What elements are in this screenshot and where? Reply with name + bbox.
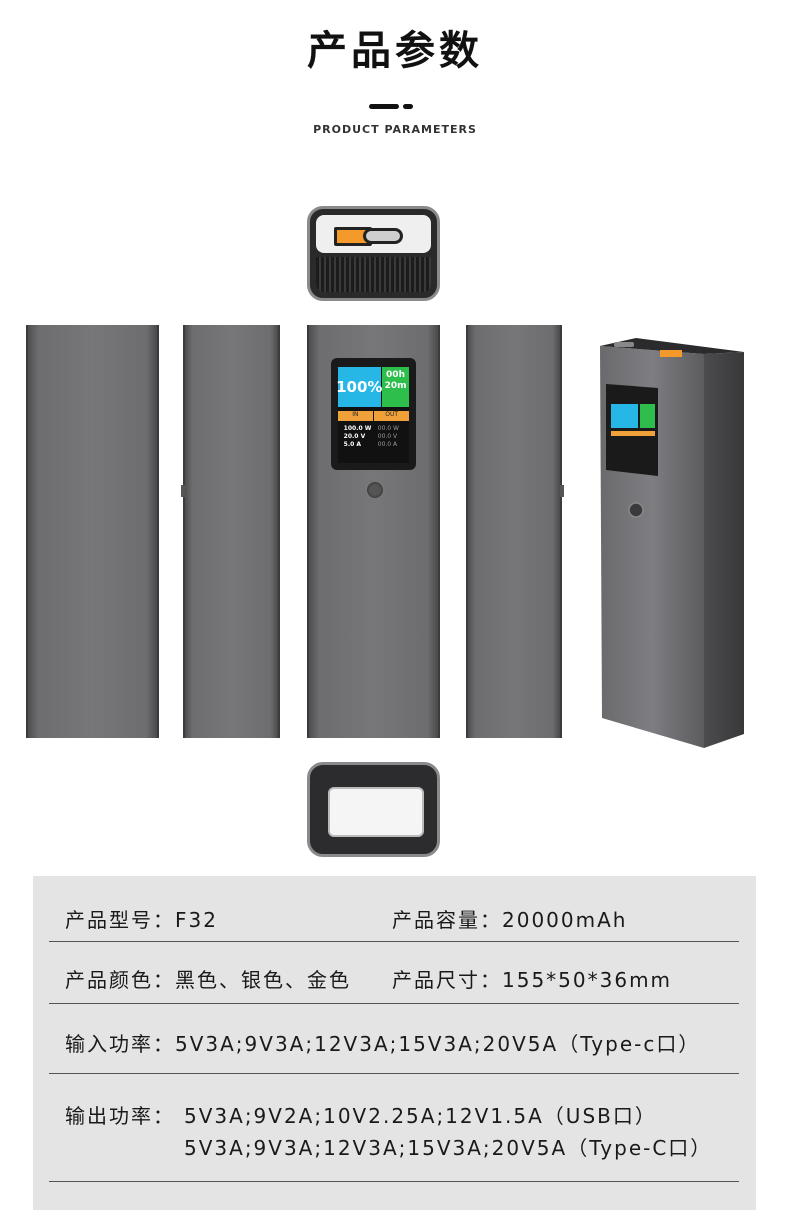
- output-watts: 00.0 W: [377, 424, 399, 432]
- input-values: 100.0 W 20.0 V 5.0 A: [344, 425, 372, 449]
- power-button-icon: [628, 502, 644, 518]
- power-button-icon: [365, 480, 385, 500]
- output-values: 00.0 W 00.0 V 00.0 A: [378, 425, 399, 449]
- input-volts: 20.0 V: [343, 432, 366, 440]
- top-face: [600, 338, 744, 354]
- flashlight-icon: [328, 787, 424, 837]
- perspective-view: [600, 338, 744, 748]
- spec-row-color: 产品颜色：黑色、银色、金色 产品尺寸：155*50*36mm: [49, 942, 739, 1004]
- time-minutes: 20m: [384, 381, 407, 391]
- spec-row-output: 输出功率： 5V3A;9V2A;10V2.25A;12V1.5A（USB口） 5…: [49, 1074, 739, 1182]
- in-label: IN: [338, 411, 373, 421]
- spec-output-line1: 5V3A;9V2A;10V2.25A;12V1.5A（USB口）: [184, 1104, 657, 1128]
- perspective-battery-panel: [611, 404, 638, 428]
- side-button-icon: [181, 485, 185, 497]
- spec-input: 输入功率：5V3A;9V3A;12V3A;15V3A;20V5A（Type-c口…: [65, 1032, 701, 1056]
- title-divider: [369, 104, 415, 110]
- perspective-screen: [606, 384, 658, 476]
- perspective-io-bar: [611, 431, 655, 436]
- input-watts: 100.0 W: [343, 424, 372, 432]
- lcd-panel: 100% 00h 20m IN OUT 100.0 W 20.0 V 5.0 A…: [336, 367, 409, 463]
- page-title: 产品参数: [307, 28, 483, 74]
- output-volts: 00.0 V: [377, 432, 398, 440]
- spec-capacity: 产品容量：20000mAh: [392, 908, 628, 932]
- spec-row-model: 产品型号：F32 产品容量：20000mAh: [49, 876, 739, 942]
- battery-percent: 100%: [336, 367, 382, 408]
- spec-row-input: 输入功率：5V3A;9V3A;12V3A;15V3A;20V5A（Type-c口…: [49, 1004, 739, 1074]
- spec-output-line2: 5V3A;9V3A;12V3A;15V3A;20V5A（Type-C口）: [184, 1136, 713, 1160]
- time-hours: 00h: [386, 370, 405, 380]
- usb-a-port-icon: [660, 350, 682, 357]
- usb-c-port-icon: [363, 228, 403, 244]
- bottom-end-view: [307, 762, 440, 857]
- side-button-icon: [560, 485, 564, 497]
- out-label: OUT: [374, 411, 409, 421]
- top-end-view: [307, 206, 440, 301]
- spec-color: 产品颜色：黑色、银色、金色: [65, 968, 351, 992]
- perspective-time-panel: [640, 404, 655, 428]
- front-view: 100% 00h 20m IN OUT 100.0 W 20.0 V 5.0 A…: [307, 325, 440, 738]
- display-screen: 100% 00h 20m IN OUT 100.0 W 20.0 V 5.0 A…: [331, 358, 416, 470]
- grille: [316, 257, 431, 292]
- usb-c-port-icon: [614, 342, 634, 347]
- input-amps: 5.0 A: [343, 440, 362, 448]
- spec-model: 产品型号：F32: [65, 908, 218, 932]
- spec-size: 产品尺寸：155*50*36mm: [392, 968, 673, 992]
- spec-table: 产品型号：F32 产品容量：20000mAh 产品颜色：黑色、银色、金色 产品尺…: [33, 876, 756, 1210]
- spec-output-label: 输出功率：: [65, 1104, 175, 1128]
- left-side-view: [181, 325, 280, 738]
- side-face: [704, 352, 744, 748]
- port-panel: [316, 215, 431, 253]
- time-remaining: 00h 20m: [382, 367, 409, 408]
- page-subtitle: PRODUCT PARAMETERS: [313, 123, 477, 136]
- right-side-view: [466, 325, 564, 738]
- output-amps: 00.0 A: [377, 440, 398, 448]
- back-view: [26, 325, 159, 738]
